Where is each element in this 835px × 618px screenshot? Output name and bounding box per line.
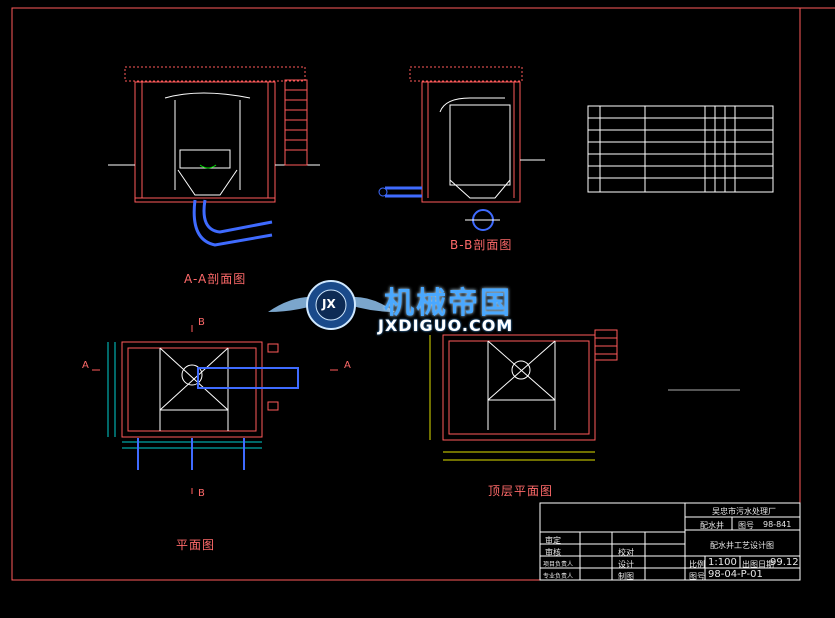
watermark: JX 机械帝国 JXDIGUO.COM (268, 272, 568, 342)
plan-title: 平面图 (176, 538, 216, 552)
watermark-emblem (268, 280, 395, 330)
tb-project-no: 98-841 (763, 520, 792, 529)
tb-date-label: 出图日期 (742, 560, 774, 569)
tb-date: 99.12 (770, 557, 799, 568)
drawing-border (11, 7, 801, 581)
marker-b-bottom: B (198, 488, 206, 499)
section-aa-drawing (108, 66, 320, 247)
tb-role-3: 专业负责人 (543, 573, 574, 580)
roof-plan-drawing (429, 329, 618, 461)
tb-scale-label: 比例 (689, 560, 705, 569)
roof-plan-title: 顶层平面图 (488, 484, 554, 498)
marker-a-left: A (82, 360, 90, 371)
marker-a-right: A (344, 360, 352, 371)
tb-role-1: 审核 (545, 548, 561, 557)
section-bb-drawing (378, 66, 545, 231)
tb-role-0: 审定 (545, 536, 561, 545)
watermark-emblem-text: JX (322, 297, 336, 311)
tb-scale: 1:100 (708, 557, 737, 568)
tb-drawing-name: 配水井工艺设计图 (710, 541, 774, 550)
tb-role-2: 项目负责人 (543, 561, 574, 568)
watermark-url: JXDIGUO.COM (378, 316, 514, 335)
watermark-title: 机械帝国 (384, 286, 512, 321)
tb-org: 吴忠市污水处理厂 (712, 507, 776, 516)
plan-drawing (92, 325, 338, 494)
tb-number-label: 图号 (689, 572, 705, 581)
equipment-table (587, 105, 774, 193)
tb-project-label: 图号 (738, 521, 754, 530)
tb-number: 98-04-P-01 (708, 569, 763, 580)
tb-role-right-2: 制图 (618, 572, 634, 581)
section-bb-title: B-B剖面图 (450, 238, 513, 252)
tb-sub-label: 配水井 (700, 521, 724, 530)
title-block-lines (539, 502, 801, 581)
tb-role-right-1: 设计 (618, 560, 634, 569)
tb-role-right-0: 校对 (618, 548, 634, 557)
marker-b-top: B (198, 317, 206, 328)
section-aa-title: A-A剖面图 (184, 272, 247, 286)
